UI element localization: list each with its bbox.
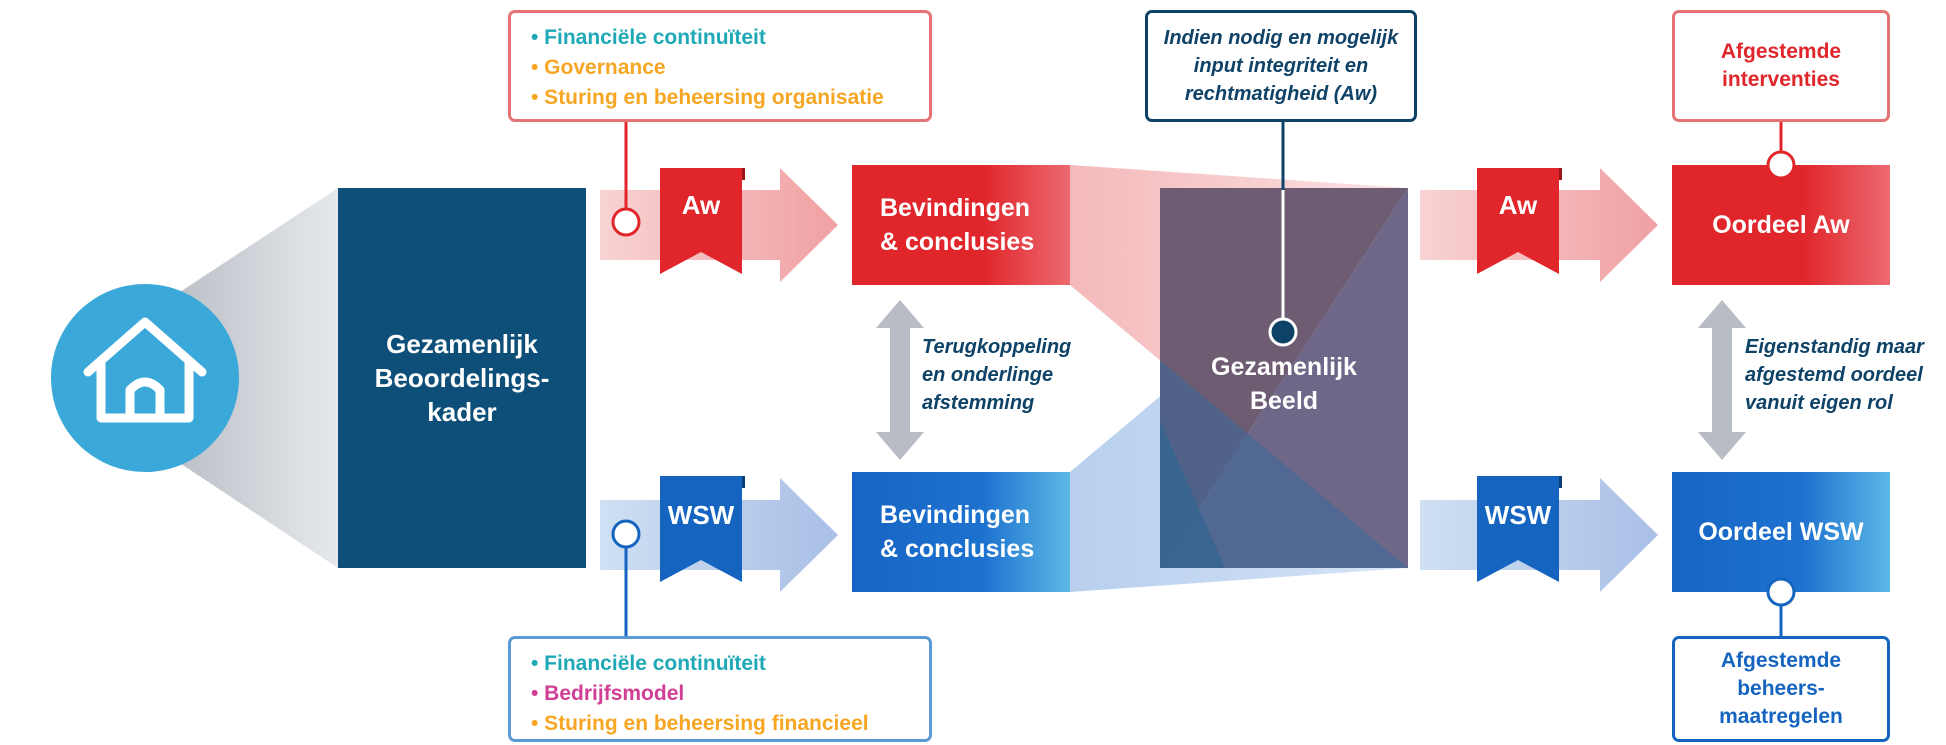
framework-line-1: Gezamenlijk — [386, 329, 538, 359]
cone-shape — [145, 188, 338, 568]
measures-line-3: maatregelen — [1719, 705, 1843, 728]
framework-label: Gezamenlijk Beoordelings- kader — [338, 188, 586, 568]
framework-line-3: kader — [427, 397, 497, 427]
house-icon — [83, 317, 207, 423]
bottom-item-control-financial: • Sturing en beheersing financieel — [531, 712, 869, 735]
input-callout: Indien nodig en mogelijk input integrite… — [1145, 10, 1417, 122]
measures-line-1: Afgestemde — [1720, 649, 1842, 672]
findings-aw-label: Bevindingen & conclusies — [852, 165, 1070, 285]
findings-aw-line-2: & conclusies — [880, 228, 1035, 256]
findings-wsw-box — [852, 472, 1070, 592]
top-focus-callout: • Financiële continuïteit • Governance •… — [508, 10, 932, 122]
measures-line-2: beheers- — [1737, 677, 1825, 700]
bottom-focus-callout: • Financiële continuïteit • Bedrijfsmode… — [508, 636, 932, 742]
findings-wsw-line-2: & conclusies — [880, 535, 1035, 563]
aw-ribbon-2 — [1477, 168, 1562, 274]
wsw-ribbon-1 — [660, 476, 745, 582]
feedback-line-1: Terugkoppeling — [922, 336, 1072, 358]
input-dot — [1268, 317, 1298, 347]
judgement-wsw-label: Oordeel WSW — [1698, 517, 1864, 546]
judgement-wsw-box — [1672, 472, 1890, 592]
bottom-item-continuity: • Financiële continuïteit — [531, 652, 766, 675]
feedback-line-3: afstemming — [922, 392, 1035, 414]
measures-callout: Afgestemde beheers- maatregelen — [1672, 636, 1890, 742]
wsw-ribbon-1-label: WSW — [667, 500, 735, 530]
own-judgement-label: Eigenstandig maar afgestemd oordeel vanu… — [1745, 333, 1945, 417]
judgement-aw-box — [1672, 165, 1890, 285]
wsw-ribbon-2-label: WSW — [1484, 500, 1552, 530]
shared-view-left — [1160, 360, 1225, 568]
aw-ribbon-1 — [660, 168, 745, 274]
input-line-3: rechtmatigheid (Aw) — [1184, 83, 1378, 105]
measures-dot — [1766, 577, 1796, 607]
interventions-line-2: interventies — [1722, 68, 1840, 91]
top-callout-dot — [611, 207, 641, 237]
feedback-arrow — [876, 300, 924, 460]
bottom-callout-dot — [611, 519, 641, 549]
aw-ribbon-1-label: Aw — [681, 190, 721, 220]
bottom-item-business-model: • Bedrijfsmodel — [531, 682, 685, 705]
shared-view-label: Gezamenlijk Beeld — [1160, 350, 1408, 418]
shared-view-line-2: Beeld — [1249, 387, 1319, 415]
judgement-aw-label: Oordeel Aw — [1712, 210, 1850, 239]
feedback-label: Terugkoppeling en onderlinge afstemming — [922, 333, 1092, 417]
findings-wsw-line-1: Bevindingen — [880, 501, 1031, 529]
feedback-line-2: en onderlinge — [922, 364, 1054, 386]
findings-aw-box — [852, 165, 1070, 285]
shared-view-line-1: Gezamenlijk — [1211, 353, 1357, 381]
top-item-continuity: • Financiële continuïteit — [531, 26, 766, 49]
framework-line-2: Beoordelings- — [374, 363, 550, 393]
findings-aw-line-1: Bevindingen — [880, 194, 1031, 222]
input-line-1: Indien nodig en mogelijk — [1163, 27, 1399, 49]
interventions-dot — [1766, 150, 1796, 180]
aw-ribbon-2-label: Aw — [1498, 190, 1538, 220]
interventions-callout: Afgestemde interventies — [1672, 10, 1890, 122]
interventions-line-1: Afgestemde — [1720, 40, 1842, 63]
framework-box — [338, 188, 586, 568]
findings-wsw-label: Bevindingen & conclusies — [852, 472, 1070, 592]
top-item-governance: • Governance — [531, 56, 666, 79]
own-judgement-line-3: vanuit eigen rol — [1745, 392, 1893, 414]
shared-view-lower — [1160, 188, 1408, 568]
own-judgement-arrow — [1698, 300, 1746, 460]
own-judgement-line-1: Eigenstandig maar — [1745, 336, 1924, 358]
own-judgement-line-2: afgestemd oordeel — [1745, 364, 1923, 386]
top-item-control-organisation: • Sturing en beheersing organisatie — [531, 86, 884, 109]
shared-view-blue-tint — [1160, 360, 1408, 568]
input-line-2: input integriteit en — [1193, 55, 1369, 77]
wsw-ribbon-2 — [1477, 476, 1562, 582]
